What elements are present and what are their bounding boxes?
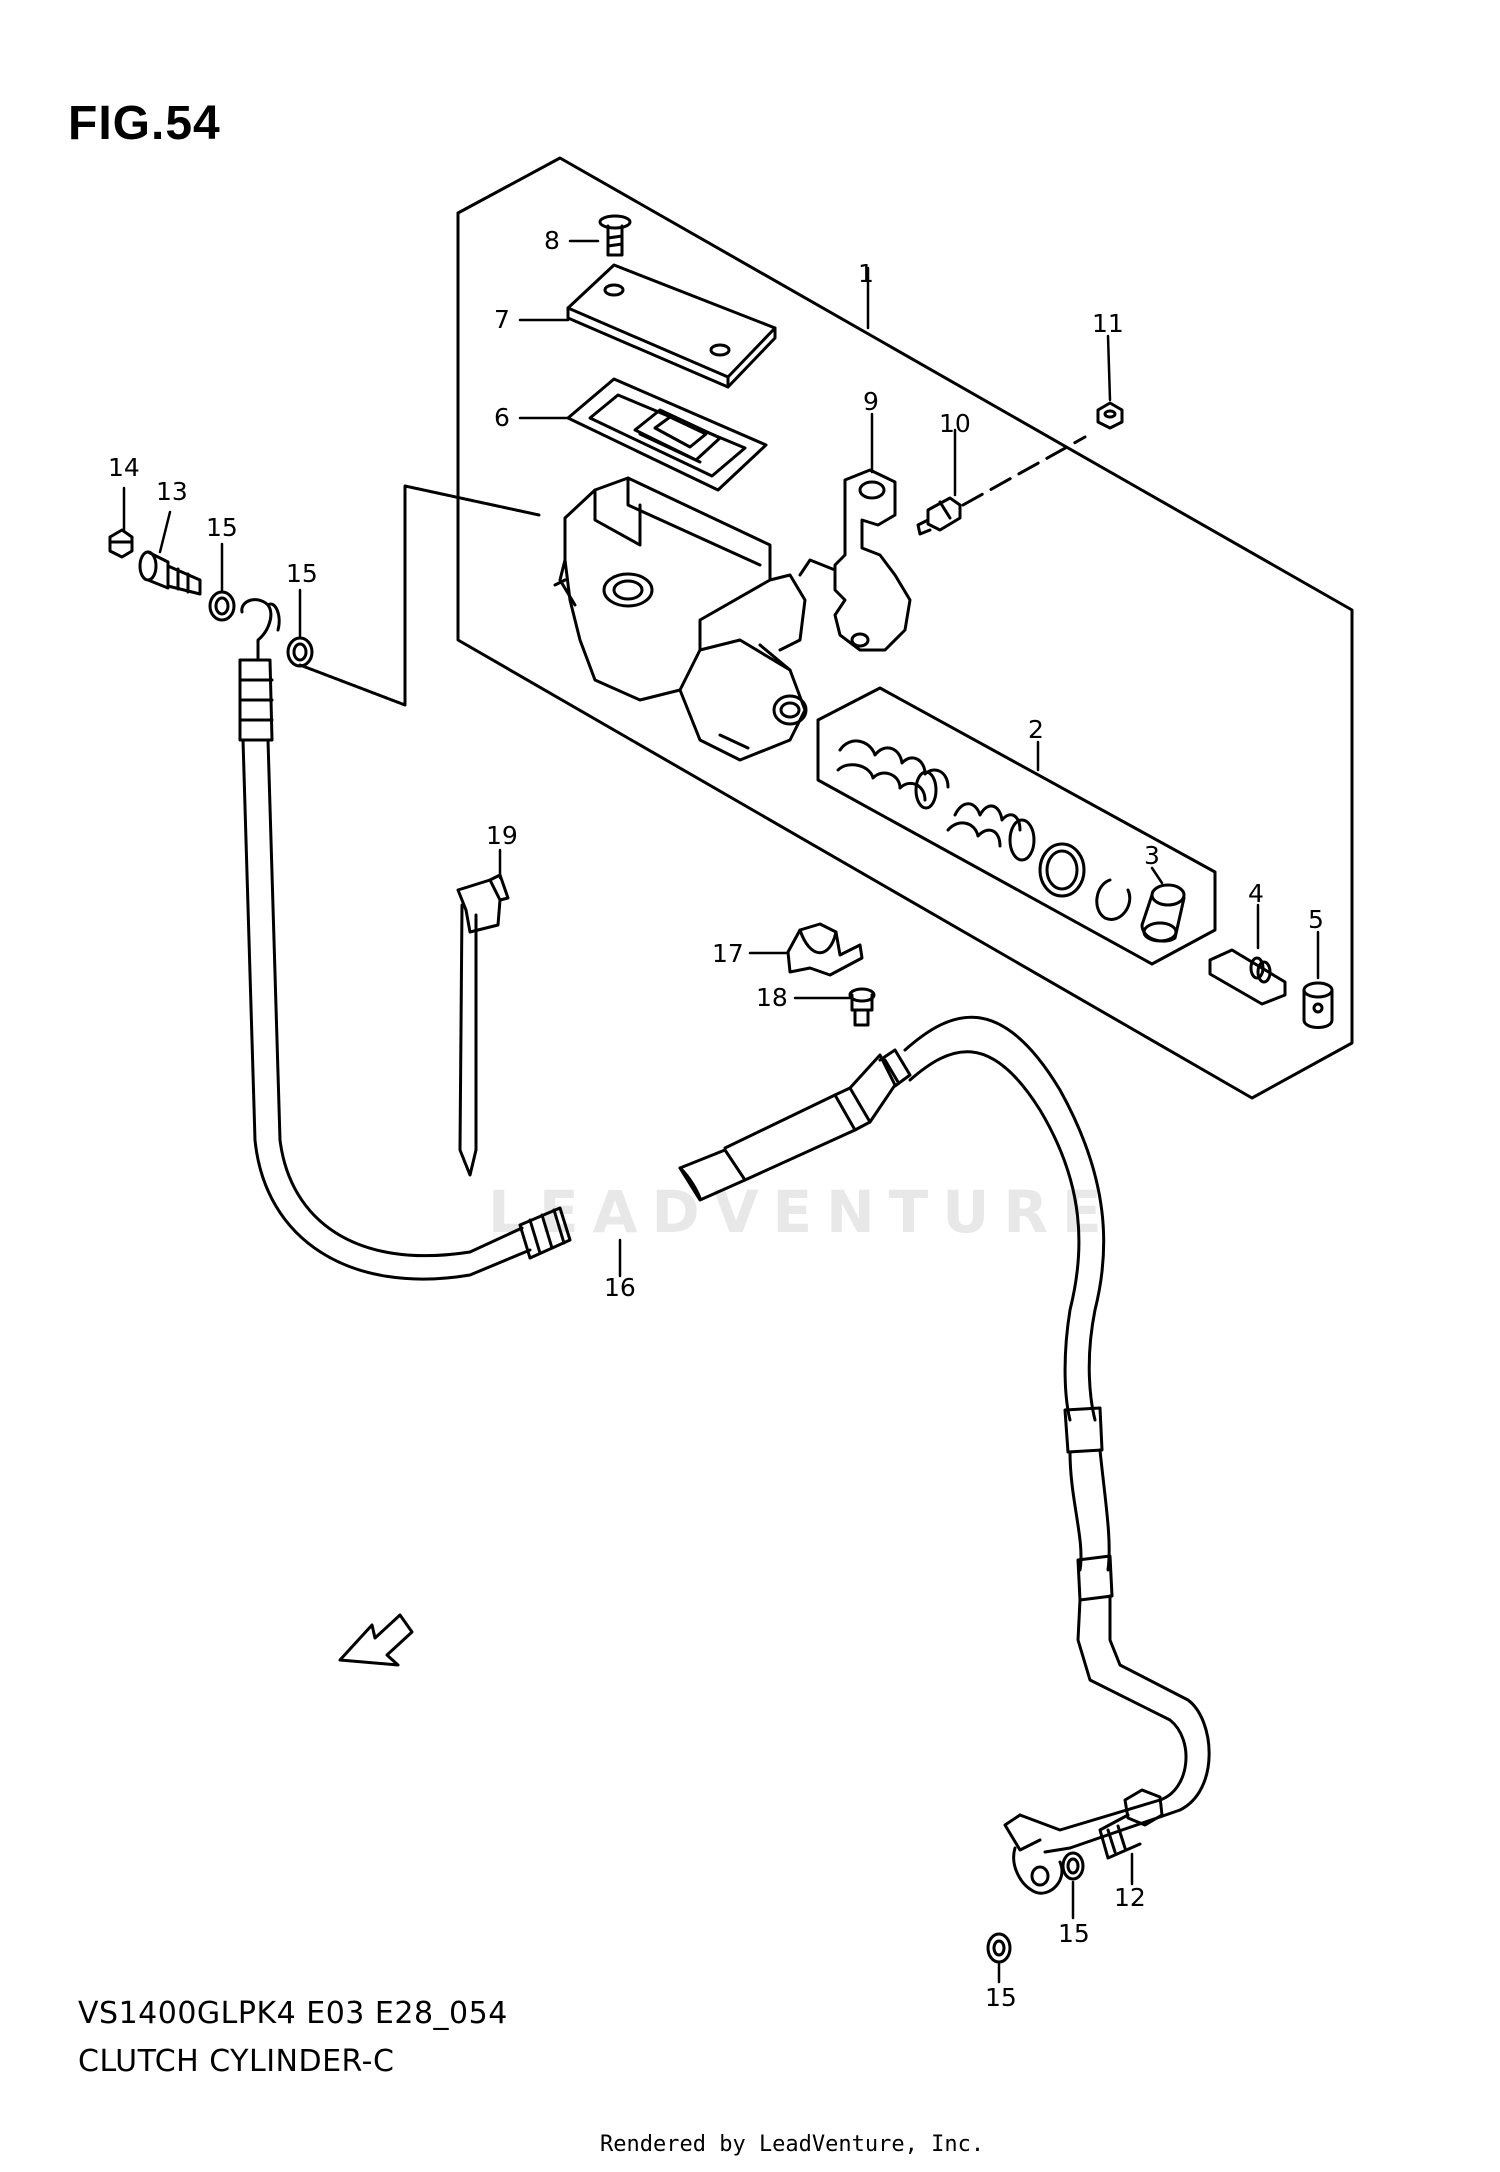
piston-kit-boundary <box>816 686 1217 966</box>
nut-part-11 <box>1096 401 1124 430</box>
fwd-arrow-icon <box>338 1613 414 1667</box>
callout-15-b: 15 <box>286 559 318 588</box>
callout-15-c: 15 <box>1058 1919 1090 1948</box>
washer-part-15-d-inner <box>992 1939 1006 1957</box>
diaphragm-part-6 <box>566 377 768 492</box>
model-code: VS1400GLPK4 E03 E28_054 <box>78 1996 508 2031</box>
banjo-bolt-part-12 <box>1098 1788 1164 1860</box>
callout-4: 4 <box>1248 879 1264 908</box>
callout-13: 13 <box>156 477 188 506</box>
reservoir-cap-part-7 <box>566 263 777 389</box>
screw-part-8 <box>598 214 632 257</box>
figure-title: FIG.54 <box>68 97 221 150</box>
callout-9: 9 <box>863 387 879 416</box>
pin-part-4 <box>1208 948 1287 1006</box>
callout-5: 5 <box>1308 905 1324 934</box>
figure-name: CLUTCH CYLINDER-C <box>78 2044 395 2079</box>
connection-line <box>298 484 541 707</box>
callout-labels: 1 2 3 4 5 6 7 8 9 10 11 12 13 14 15 15 1… <box>108 226 1324 2012</box>
callout-16: 16 <box>604 1273 636 1302</box>
washer-part-15-b <box>286 636 314 668</box>
callout-10: 10 <box>939 409 971 438</box>
callout-1: 1 <box>858 259 874 288</box>
washer-part-15-c <box>1061 1851 1085 1881</box>
washer-part-15-b-inner <box>292 642 308 662</box>
leader-lines <box>122 239 1320 1984</box>
washer-part-15-a <box>208 590 236 622</box>
boot-part-3 <box>1140 883 1186 943</box>
callout-15-a: 15 <box>206 513 238 542</box>
cap-nut-part-5 <box>1302 981 1334 1029</box>
washer-part-15-a-inner <box>214 596 230 616</box>
clamp-part-17 <box>786 922 864 977</box>
credit-line: Rendered by LeadVenture, Inc. <box>600 2132 985 2157</box>
callout-14: 14 <box>108 453 140 482</box>
callout-19: 19 <box>486 821 518 850</box>
cable-tie-part-19 <box>456 873 510 1177</box>
callout-7: 7 <box>494 305 510 334</box>
cap-part-14 <box>108 528 134 559</box>
callout-6: 6 <box>494 403 510 432</box>
callout-12: 12 <box>1114 1883 1146 1912</box>
callout-17: 17 <box>712 939 744 968</box>
callout-3: 3 <box>1144 841 1160 870</box>
assembly-boundary <box>456 156 1354 1100</box>
callout-11: 11 <box>1092 309 1124 338</box>
callout-2: 2 <box>1028 715 1044 744</box>
callout-18: 18 <box>756 983 788 1012</box>
bolt-part-10 <box>916 496 962 536</box>
callout-15-d: 15 <box>985 1983 1017 2012</box>
washer-part-15-d <box>986 1932 1012 1964</box>
watermark: LEADVENTURE <box>488 1178 1116 1246</box>
piston-set-part-2 <box>836 739 1132 921</box>
callout-8: 8 <box>544 226 560 255</box>
washer-part-15-c-inner <box>1066 1857 1080 1875</box>
bolt-dash-line <box>961 435 1087 507</box>
lever-holder-part-9 <box>798 468 912 652</box>
master-cylinder-body <box>553 476 808 762</box>
screw-part-18 <box>848 987 876 1027</box>
bleeder-part-13 <box>138 550 202 596</box>
